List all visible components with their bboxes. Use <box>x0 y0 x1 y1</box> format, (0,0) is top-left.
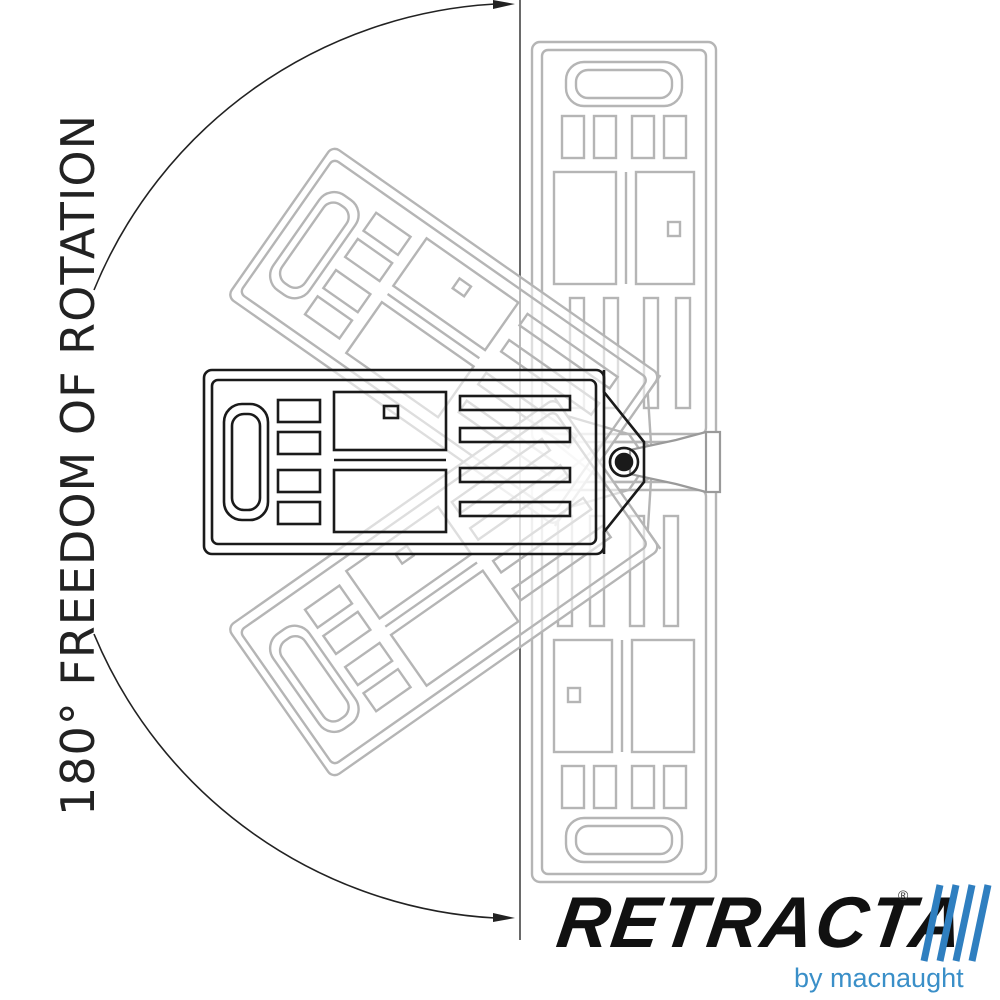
reel-active-horizontal <box>202 368 646 556</box>
rotation-arc <box>93 0 515 922</box>
logo-tagline: by macnaught <box>794 963 964 993</box>
mounting-bracket <box>628 430 722 494</box>
retracta-logo: RETRACTA ® by macnaught <box>548 875 998 1000</box>
rotation-label: 180° FREEDOM OF ROTATION <box>51 113 105 817</box>
registered-mark: ® <box>898 887 909 903</box>
logo-stripes-icon <box>920 884 992 962</box>
